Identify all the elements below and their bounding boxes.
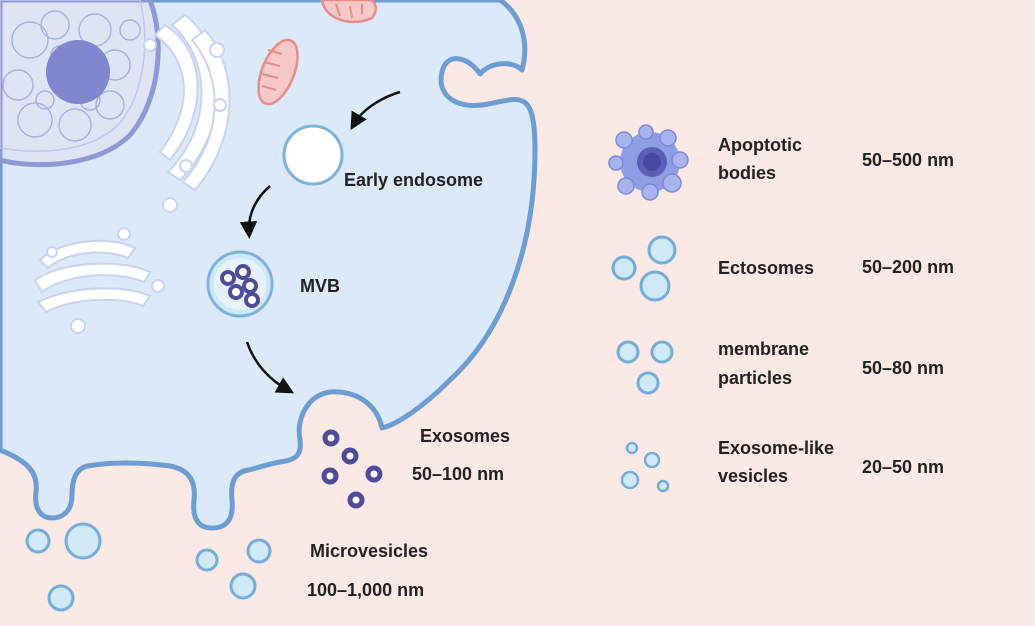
exosomes <box>324 432 380 506</box>
legend-ectosomes-name: Ectosomes <box>718 254 814 282</box>
membrane-particle-icon <box>618 342 672 393</box>
mvb-label: MVB <box>300 272 340 300</box>
legend-apoptotic-name-line2: bodies <box>718 159 776 187</box>
early-endosome <box>284 126 342 184</box>
exosomes-label: Exosomes <box>420 422 510 450</box>
exosomes-size-label: 50–100 nm <box>412 460 504 488</box>
apoptotic-body-icon <box>609 125 688 200</box>
legend-membrane-name-line2: particles <box>718 364 792 392</box>
ectosome-icon <box>613 237 675 300</box>
legend-membrane-name-line1: membrane <box>718 335 809 363</box>
legend-apoptotic-size: 50–500 nm <box>862 146 954 174</box>
legend-ectosomes-size: 50–200 nm <box>862 253 954 281</box>
microvesicles <box>27 524 270 610</box>
legend-exosome-like-name-line1: Exosome-like <box>718 434 834 462</box>
exosome-like-vesicle-icon <box>622 443 668 491</box>
early-endosome-label: Early endosome <box>344 166 483 194</box>
microvesicles-size-label: 100–1,000 nm <box>307 576 424 604</box>
legend-membrane-size: 50–80 nm <box>862 354 944 382</box>
multivesicular-body <box>208 252 272 316</box>
legend-exosome-like-size: 20–50 nm <box>862 453 944 481</box>
legend-apoptotic-name-line1: Apoptotic <box>718 131 802 159</box>
legend-exosome-like-name-line2: vesicles <box>718 462 788 490</box>
nucleolus <box>46 40 110 104</box>
microvesicles-label: Microvesicles <box>310 537 428 565</box>
